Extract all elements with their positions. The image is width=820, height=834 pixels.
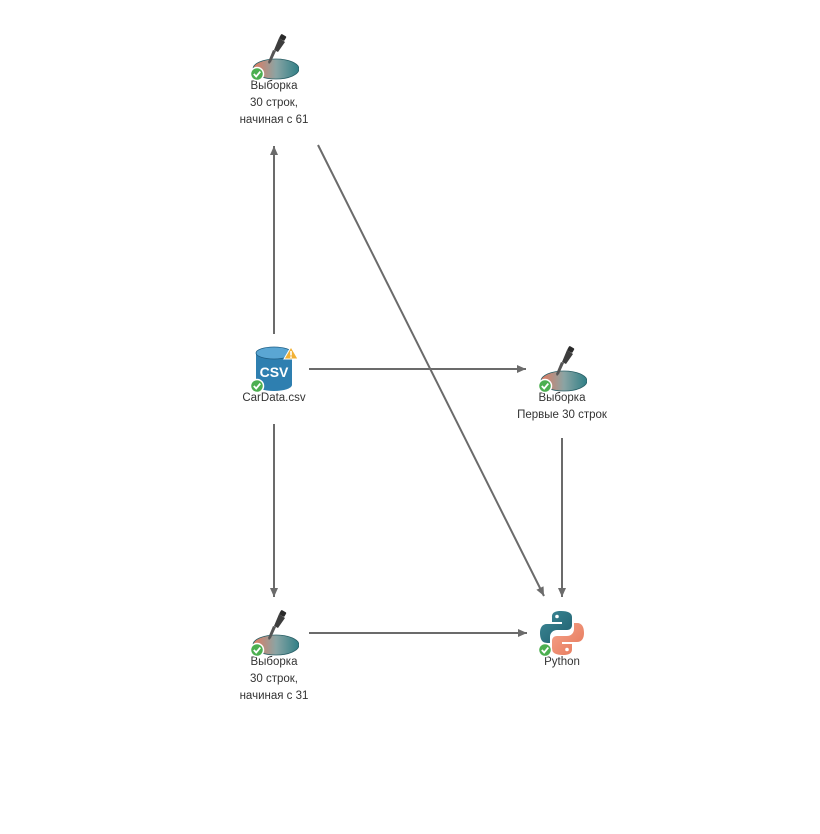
python-icon	[537, 608, 587, 658]
sample-icon	[537, 344, 587, 394]
node-sample-first-30[interactable]: Выборка Первые 30 строк	[502, 344, 622, 424]
ok-badge-icon	[249, 66, 265, 82]
ok-badge-icon	[249, 642, 265, 658]
node-sample-from-31[interactable]: Выборка 30 строк, начиная с 31	[214, 608, 334, 705]
csv-icon-text: CSV	[260, 364, 289, 380]
node-sample-from-61[interactable]: Выборка 30 строк, начиная с 61	[214, 32, 334, 129]
node-label: CarData.csv	[242, 392, 306, 404]
ok-badge-icon	[537, 642, 553, 658]
node-label: Выборка 30 строк, начиная с 61	[239, 80, 309, 126]
ok-badge-icon	[537, 378, 553, 394]
warning-badge-icon	[283, 346, 299, 360]
csv-icon: CSV	[249, 344, 299, 394]
edge-sample-61-to-python[interactable]	[317, 144, 545, 597]
node-label: Python	[544, 656, 580, 668]
node-label: Выборка Первые 30 строк	[517, 392, 607, 421]
ok-badge-icon	[249, 378, 265, 394]
sample-icon	[249, 32, 299, 82]
node-python[interactable]: Python	[502, 608, 622, 671]
node-csv-source[interactable]: CSV CarData.csv	[214, 344, 334, 407]
sample-icon	[249, 608, 299, 658]
node-label: Выборка 30 строк, начиная с 31	[239, 656, 309, 702]
